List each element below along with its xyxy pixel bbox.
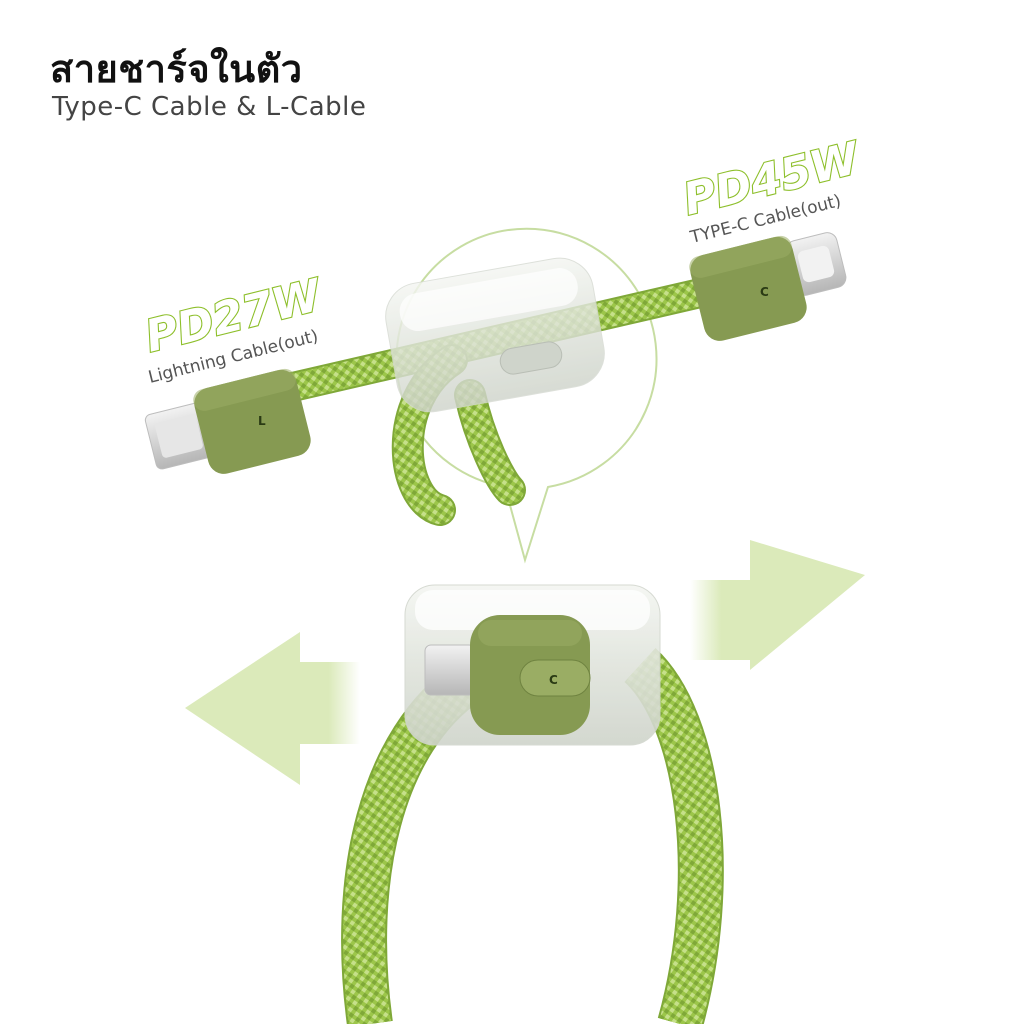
lightning-connector: L: [144, 368, 311, 474]
typec-connector-letter: C: [760, 285, 769, 299]
typec-connector: C: [689, 232, 847, 341]
cable-clip: [385, 257, 605, 413]
bottom-cable-assembly: C: [341, 584, 724, 1024]
page-subtitle: Type-C Cable & L-Cable: [52, 92, 367, 122]
right-arrow-icon: [690, 540, 865, 670]
lightning-connector-letter: L: [258, 414, 266, 428]
page-title: สายชาร์จในตัว: [50, 47, 303, 91]
left-arrow-icon: [185, 632, 360, 785]
top-cable-assembly: L C: [144, 232, 847, 526]
bottom-connector-letter: C: [549, 673, 558, 687]
